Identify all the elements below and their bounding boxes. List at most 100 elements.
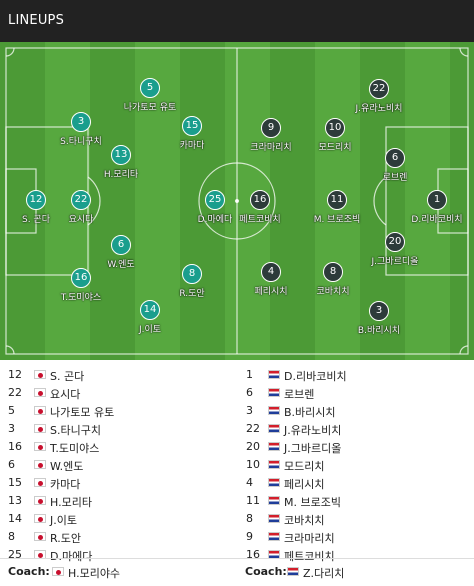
player-number-badge: 20 [385,232,405,252]
list-item-number: 8 [8,530,15,543]
list-item[interactable]: 10 모드리치 [244,456,474,474]
japan-flag-icon [34,496,46,505]
player-number-badge: 6 [385,148,405,168]
player-number-badge: 1 [427,190,447,210]
list-item-name: D.마에다 [50,550,93,563]
player-number-badge: 15 [182,116,202,136]
list-item-name: 크라마리치 [284,532,335,545]
player-name: 모드리치 [318,143,352,153]
coach-name: H.모리야수 [68,567,121,580]
lineups-title: LINEUPS [8,13,65,28]
list-item-number: 16 [8,440,22,453]
list-item-number: 11 [246,494,260,507]
player-number-badge: 22 [71,190,91,210]
pitch: 12 S. 곤다 22 요시다 5 나가토모 유토 3 S.타니구치 13 H.… [0,42,474,360]
japan-flag-icon [34,442,46,451]
list-item-name: M. 브로조빅 [284,496,341,509]
list-item-name: R.도안 [50,532,81,545]
list-item-number: 8 [246,512,253,525]
list-item[interactable]: 1 D.리바코비치 [244,366,474,384]
player-name: 페리시치 [254,287,288,297]
coach-label: Coach: [8,565,50,578]
away-coach[interactable]: Coach: Z.다리치 [237,562,474,582]
japan-flag-icon [34,478,46,487]
list-item-number: 9 [246,530,253,543]
list-item-number: 12 [8,368,22,381]
list-item[interactable]: 9 크라마리치 [244,528,474,546]
player-number-badge: 25 [205,190,225,210]
player-name: J.그바르디올 [371,257,419,267]
list-item-number: 22 [246,422,260,435]
player-number-badge: 16 [71,268,91,288]
japan-flag-icon [34,514,46,523]
player-number-badge: 3 [71,112,91,132]
player-number-badge: 22 [369,79,389,99]
croatia-flag-icon [268,388,280,397]
player-name: S.타니구치 [60,137,102,147]
list-item-name: J.유라노비치 [284,424,342,437]
croatia-flag-icon [268,532,280,541]
player-name: W.엔도 [107,260,135,270]
player-number-badge: 8 [182,264,202,284]
list-item-number: 10 [246,458,260,471]
list-item-name: J.이토 [50,514,77,527]
player-number-badge: 6 [111,235,131,255]
list-item-name: D.리바코비치 [284,370,347,383]
croatia-flag-icon [268,424,280,433]
player-name: 요시다 [68,215,94,225]
pitch-markings [5,47,469,355]
list-item-name: J.그바르디올 [284,442,342,455]
croatia-flag-icon [268,496,280,505]
player-number-badge: 9 [261,118,281,138]
croatia-flag-icon [268,370,280,379]
list-item[interactable]: 22 J.유라노비치 [244,420,474,438]
player-name: 코바치치 [316,287,350,297]
list-item-number: 3 [246,404,253,417]
player-number-badge: 3 [369,301,389,321]
list-item[interactable]: 11 M. 브로조빅 [244,492,474,510]
list-item-name: 모드리치 [284,460,325,473]
player-name: 페트코비치 [239,215,281,225]
list-item[interactable]: 8 R.도안 [0,528,230,546]
list-item-number: 1 [246,368,253,381]
list-item-name: 요시다 [50,388,81,401]
player-number-badge: 16 [250,190,270,210]
home-coach[interactable]: Coach: H.모리야수 [0,562,237,582]
coach-label: Coach: [245,565,287,578]
japan-flag-icon [34,388,46,397]
player-number-badge: 12 [26,190,46,210]
player-name: H.모리타 [103,170,139,180]
croatia-flag-icon [268,460,280,469]
player-name: B.바리시치 [357,326,401,336]
list-item-number: 3 [8,422,15,435]
list-item-name: 로브렌 [284,388,315,401]
list-item-number: 4 [246,476,253,489]
player-number-badge: 5 [140,78,160,98]
list-item-name: H.모리타 [50,496,92,509]
player-number-badge: 4 [261,262,281,282]
player-name: 로브렌 [382,173,408,183]
player-name: 나가토모 유토 [123,103,177,113]
croatia-flag-icon [268,514,280,523]
japan-flag-icon [34,424,46,433]
japan-flag-icon [34,406,46,415]
list-item-name: W.엔도 [50,460,84,473]
list-item-name: 페트코비치 [284,550,335,563]
player-name: R.도안 [179,289,205,299]
